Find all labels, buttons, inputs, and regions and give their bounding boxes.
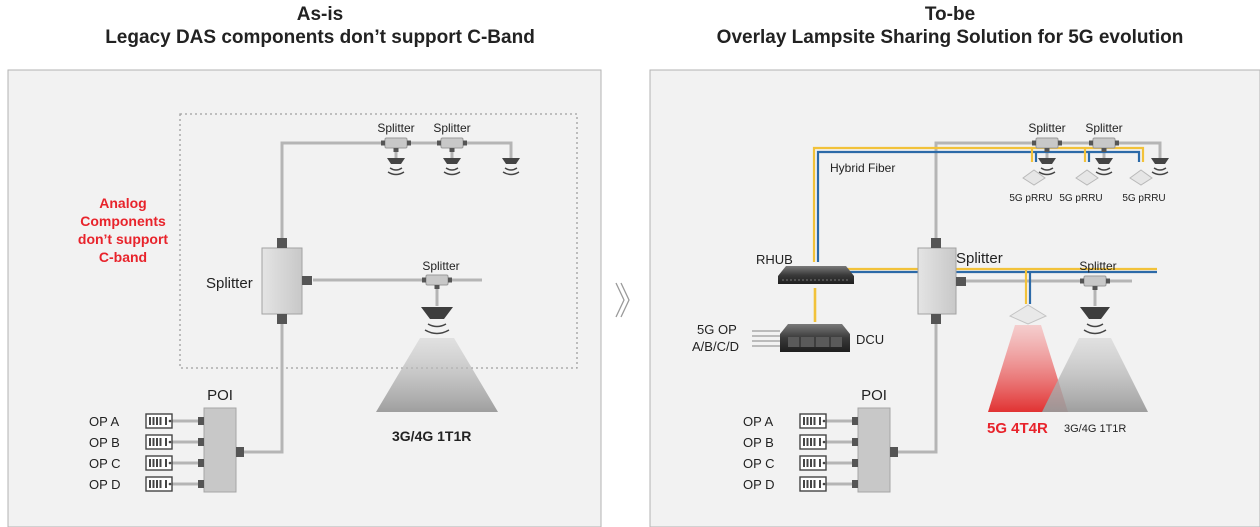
rhub-label: RHUB [756, 252, 793, 267]
splitter-top-1-label: Splitter [1028, 121, 1065, 135]
server-icon [799, 413, 827, 429]
splitter-main: Splitter [206, 238, 312, 324]
operator-b: OP B [743, 434, 827, 450]
prru-1-label: 5G pRRU [1009, 193, 1052, 204]
coverage-beam-5g [988, 325, 1068, 412]
poi: POI [852, 387, 898, 493]
splitter-mid-label: Splitter [1079, 259, 1116, 273]
splitter-top-2: Splitter [1085, 121, 1123, 153]
splitter-top-2-label: Splitter [1085, 121, 1122, 135]
splitter-top-2-label: Splitter [433, 121, 470, 135]
prru-icon [1008, 304, 1048, 325]
operator-c-label: OP C [743, 456, 775, 471]
splitter-top-2: Splitter [433, 121, 471, 153]
antenna-icon [1080, 307, 1110, 319]
server-icon [799, 476, 827, 492]
server-icon [145, 455, 173, 471]
prru-3-label: 5G pRRU [1122, 193, 1165, 204]
antenna-3g4g [376, 307, 498, 412]
analog-note-line-1: Analog [99, 195, 146, 211]
operator-c: OP C [743, 455, 827, 471]
server-icon [799, 455, 827, 471]
label-5g-4t4r: 5G 4T4R [987, 420, 1048, 437]
operator-b-label: OP B [743, 435, 774, 450]
analog-components-boundary [179, 113, 578, 369]
splitter-main-label: Splitter [956, 250, 1003, 267]
prru-icon [1075, 169, 1099, 186]
hybrid-fiber-cables [812, 146, 1157, 322]
splitter-mid: Splitter [1079, 259, 1117, 291]
rhub: RHUB [756, 252, 854, 284]
rhub-device-icon [778, 266, 854, 284]
poi-label: POI [861, 387, 887, 404]
splitter-top-1: Splitter [377, 121, 415, 153]
poi-label: POI [207, 387, 233, 404]
operator-c-label: OP C [89, 456, 121, 471]
operator-a-label: OP A [743, 414, 773, 429]
antenna-icon [421, 307, 453, 319]
operator-b-label: OP B [89, 435, 120, 450]
operator-d: OP D [89, 476, 173, 492]
panel-as-is-background [7, 69, 602, 527]
operator-d-label: OP D [89, 477, 121, 492]
panel-to-be: Hybrid Fiber Splitter Splitter 5G pRRU 5… [649, 69, 1260, 527]
operator-a-label: OP A [89, 414, 119, 429]
coverage-beam [1042, 338, 1148, 412]
dcu-label: DCU [856, 332, 884, 347]
coverage-beam [376, 338, 498, 412]
analog-note-line-4: C-band [99, 249, 147, 265]
prru-3: 5G pRRU [1122, 169, 1166, 204]
title-as-is: As-is Legacy DAS components don’t suppor… [40, 3, 600, 49]
op-group-line-1: 5G OP [697, 322, 737, 337]
splitter-top-1-label: Splitter [377, 121, 414, 135]
server-icon [799, 434, 827, 450]
poi: POI [198, 387, 244, 493]
operator-a: OP A [743, 413, 827, 429]
splitter-mid: Splitter [421, 259, 460, 290]
antenna-3g4g [1042, 307, 1148, 412]
server-icon [145, 476, 173, 492]
double-chevron-right-icon [615, 282, 630, 318]
operator-b: OP B [89, 434, 173, 450]
analog-note-line-2: Components [80, 213, 166, 229]
splitter-mid-label: Splitter [422, 259, 459, 273]
analog-note-line-3: don’t support [78, 231, 169, 247]
prru-icon [1022, 169, 1046, 186]
label-3g4g-1t1r: 3G/4G 1T1R [1064, 423, 1126, 435]
analog-note: Analog Components don’t support C-band [78, 195, 169, 265]
prru-2: 5G pRRU [1059, 169, 1103, 204]
title-as-is-heading: As-is [296, 4, 344, 25]
server-icon [145, 434, 173, 450]
splitter-top-1: Splitter [1028, 121, 1066, 153]
dcu: DCU [780, 324, 884, 352]
antenna-5g [988, 304, 1068, 412]
prru-icon [1129, 169, 1153, 186]
operator-d-label: OP D [743, 477, 775, 492]
prru-2-label: 5G pRRU [1059, 193, 1102, 204]
operator-c: OP C [89, 455, 173, 471]
operator-d: OP D [743, 476, 827, 492]
panel-as-is: Splitter Splitter Splitter Splitter [7, 69, 602, 527]
title-to-be-subheading: Overlay Lampsite Sharing Solution for 5G… [716, 27, 1184, 48]
antenna-3g4g-label: 3G/4G 1T1R [392, 428, 471, 444]
hybrid-fiber-label: Hybrid Fiber [830, 161, 895, 175]
title-as-is-subheading: Legacy DAS components don’t support C-Ba… [105, 27, 535, 48]
server-icon [145, 413, 173, 429]
prru-1: 5G pRRU [1009, 169, 1053, 204]
operator-a: OP A [89, 413, 173, 429]
dcu-input-lines [752, 330, 780, 347]
op-group-line-2: A/B/C/D [692, 339, 739, 354]
title-to-be-heading: To-be [924, 4, 976, 25]
title-to-be: To-be Overlay Lampsite Sharing Solution … [650, 3, 1250, 49]
splitter-main: Splitter [917, 238, 1003, 324]
splitter-main-label: Splitter [206, 275, 253, 292]
